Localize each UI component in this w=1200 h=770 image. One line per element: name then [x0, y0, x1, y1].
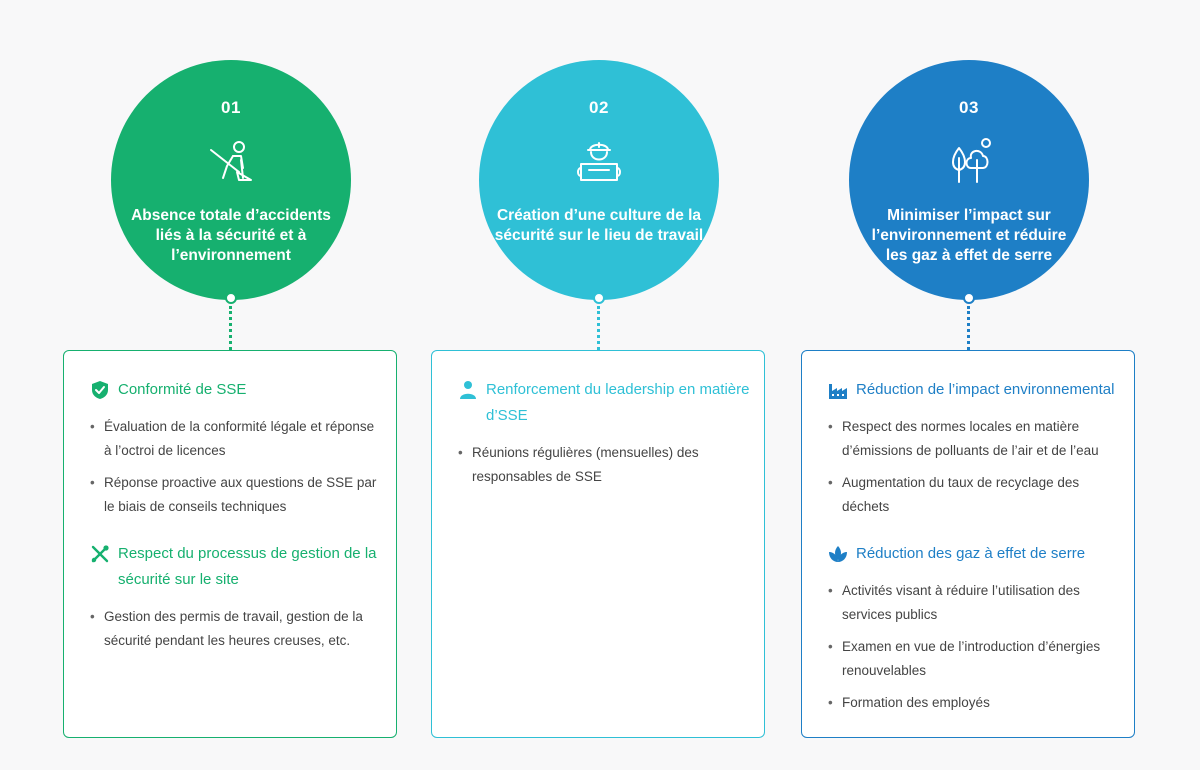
bullet-list: Respect des normes locales en matière d’…: [828, 415, 1122, 519]
list-item: Examen en vue de l’introduction d’énergi…: [828, 635, 1122, 683]
bullet-list: Gestion des permis de travail, gestion d…: [90, 605, 384, 653]
section-header: Conformité de SSE: [90, 377, 384, 403]
section-header: Réduction de l’impact environnemental: [828, 377, 1122, 403]
list-item: Respect des normes locales en matière d’…: [828, 415, 1122, 463]
section-header: Réduction des gaz à effet de serre: [828, 541, 1122, 567]
tools-icon: [91, 545, 109, 563]
column-2: 02 Création d’une culture de la sécurité…: [410, 0, 790, 770]
list-item: Gestion des permis de travail, gestion d…: [90, 605, 384, 653]
goal-title: Absence totale d’accidents liés à la séc…: [131, 207, 331, 264]
list-item: Activités visant à réduire l’utilisation…: [828, 579, 1122, 627]
goal-title: Création d’une culture de la sécurité su…: [494, 207, 704, 244]
section-title: Réduction de l’impact environnemental: [856, 381, 1115, 398]
goal-number: 02: [589, 98, 609, 117]
section-title: Renforcement du leadership en matière d’…: [486, 381, 750, 424]
bullet-list: Réunions régulières (mensuelles) des res…: [458, 441, 752, 489]
leaves-icon: [829, 546, 847, 562]
connector-dot: [593, 292, 605, 304]
worker-shovel-icon: [210, 141, 252, 181]
connector-dot: [225, 292, 237, 304]
goal-title: Minimiser l’impact sur l’environnement e…: [871, 207, 1067, 264]
shield-check-icon: [92, 381, 108, 399]
list-item: Réunions régulières (mensuelles) des res…: [458, 441, 752, 489]
factory-icon: [829, 384, 847, 399]
trees-icon: [952, 138, 991, 183]
goal-number: 01: [221, 98, 241, 117]
bullet-list: Activités visant à réduire l’utilisation…: [828, 579, 1122, 715]
section-header: Respect du processus de gestion de la sé…: [90, 541, 384, 593]
goal-circle-1: 01 Absence totale d’accidents liés à la …: [111, 60, 351, 300]
section-title: Respect du processus de gestion de la sé…: [118, 545, 377, 588]
bullet-list: Évaluation de la conformité légale et ré…: [90, 415, 384, 519]
person-icon: [460, 381, 476, 399]
hardhat-worker-icon: [577, 142, 621, 181]
goal-number: 03: [959, 98, 979, 117]
column-1: 01 Absence totale d’accidents liés à la …: [42, 0, 422, 770]
connector-dot: [963, 292, 975, 304]
list-item: Augmentation du taux de recyclage des dé…: [828, 471, 1122, 519]
list-item: Formation des employés: [828, 691, 1122, 715]
column-3: 03 Minimiser l’impact sur l’environnemen…: [780, 0, 1160, 770]
detail-card-2: Renforcement du leadership en matière d’…: [431, 350, 765, 738]
list-item: Réponse proactive aux questions de SSE p…: [90, 471, 384, 519]
section-title: Conformité de SSE: [118, 381, 247, 398]
dotted-connector: [967, 306, 970, 350]
dotted-connector: [597, 306, 600, 350]
detail-card-1: Conformité de SSE Évaluation de la confo…: [63, 350, 397, 738]
section-title: Réduction des gaz à effet de serre: [856, 545, 1086, 562]
list-item: Évaluation de la conformité légale et ré…: [90, 415, 384, 463]
dotted-connector: [229, 306, 232, 350]
goal-circle-2: 02 Création d’une culture de la sécurité…: [479, 60, 719, 300]
detail-card-3: Réduction de l’impact environnemental Re…: [801, 350, 1135, 738]
section-header: Renforcement du leadership en matière d’…: [458, 377, 752, 429]
goal-circle-3: 03 Minimiser l’impact sur l’environnemen…: [849, 60, 1089, 300]
